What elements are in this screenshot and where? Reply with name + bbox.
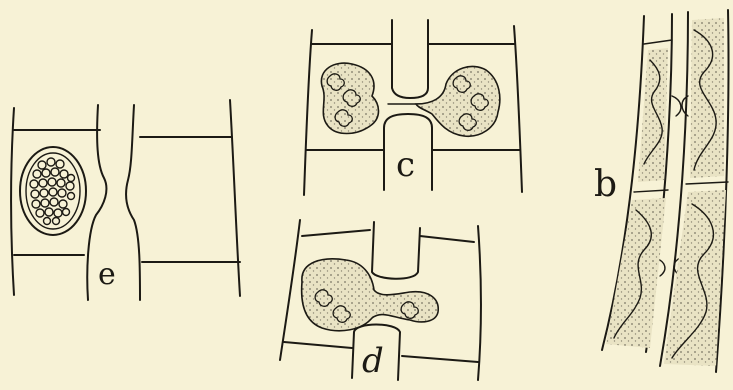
figure-c: c <box>304 20 522 195</box>
filament-1-lower-texture <box>606 198 666 348</box>
cell-e-left-wall <box>11 108 14 295</box>
cell-d-bottom-right <box>402 356 478 362</box>
cell-c-right-wall <box>514 26 522 192</box>
filament-1-septum-mid <box>634 190 668 192</box>
label-d: d <box>362 341 384 381</box>
label-e: e <box>98 257 116 292</box>
label-b: b <box>594 164 617 205</box>
figure-e: e <box>11 100 240 300</box>
cell-e-tube-right <box>126 105 140 300</box>
figure-b: b <box>594 10 729 372</box>
bulge-1 <box>672 96 681 116</box>
filament-1-upper-texture <box>638 48 668 182</box>
cell-c-left-wall <box>304 30 312 195</box>
cell-c-upper-tube <box>392 20 428 98</box>
cell-d-bottom-left <box>284 342 352 348</box>
zygospore-inner <box>26 153 80 229</box>
filament-1-septum-top <box>644 40 672 44</box>
zygospore-granules <box>30 158 75 225</box>
cell-e-right-wall <box>230 100 240 296</box>
figure-d: d <box>280 220 481 381</box>
cell-d-top-right <box>420 236 474 242</box>
label-c: c <box>396 145 415 185</box>
cell-d-top-left <box>302 230 370 236</box>
cell-d-right-wall <box>478 226 481 380</box>
filament-2-septum <box>686 182 728 184</box>
cell-d-left-wall <box>280 220 300 360</box>
cell-d-upper-tube <box>372 222 420 279</box>
